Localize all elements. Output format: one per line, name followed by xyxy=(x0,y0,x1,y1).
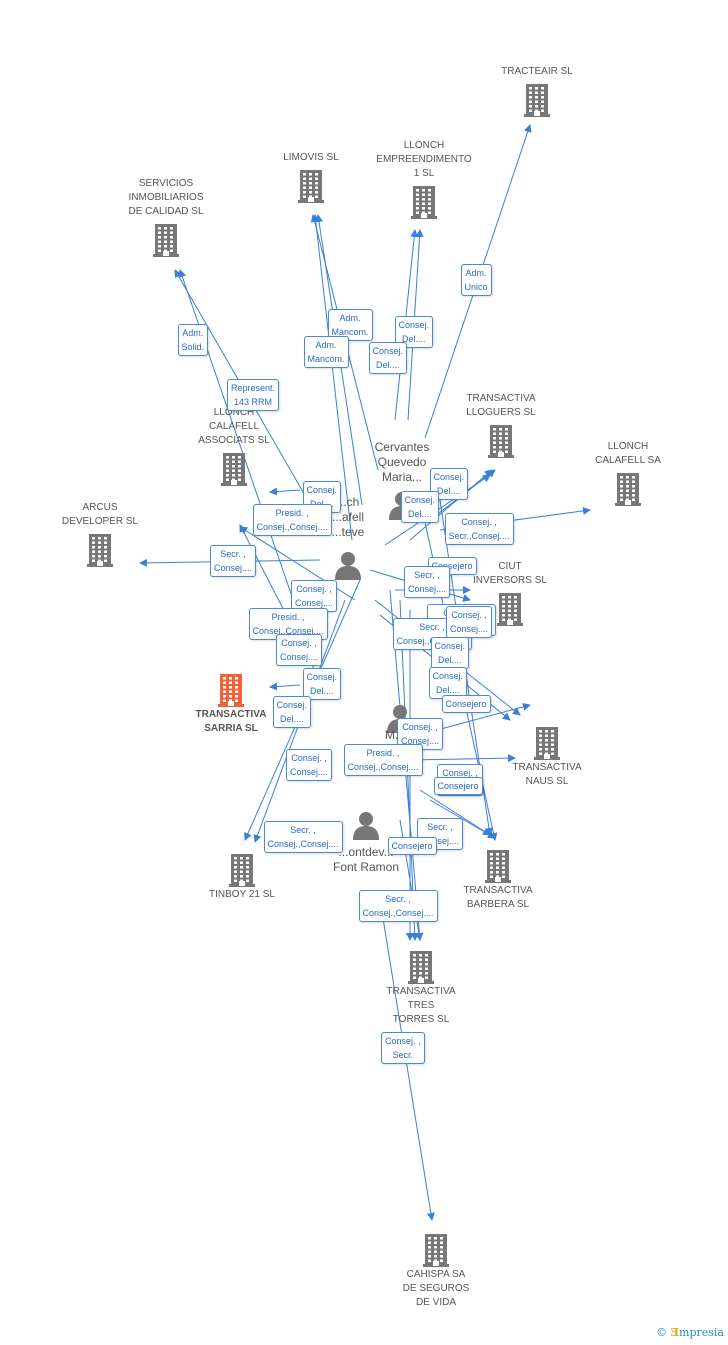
company-node-llonch-emp[interactable]: LLONCH EMPREENDIMENTO 1 SL xyxy=(364,139,484,220)
edge-role-label[interactable]: Secr. , Consej.... xyxy=(417,818,464,850)
company-label: TRANSACTIVA LLOGUERS SL xyxy=(466,393,536,418)
edge-line xyxy=(409,469,493,541)
edge-role-label[interactable]: Consej. Del.... xyxy=(430,637,470,669)
company-label: TINBOY 21 SL xyxy=(209,889,275,900)
person-icon[interactable] xyxy=(351,810,381,844)
building-icon xyxy=(532,725,562,761)
building-icon xyxy=(486,423,516,459)
edge-role-label[interactable]: Adm. Solid. xyxy=(177,324,209,356)
brand-e: Ǝ xyxy=(670,1326,680,1339)
building-icon xyxy=(495,591,525,627)
brand-text: mpresia xyxy=(679,1326,724,1339)
company-node-servicios[interactable]: SERVICIOS INMOBILIARIOS DE CALIDAD SL xyxy=(106,177,226,258)
edge-role-label[interactable]: Adm. Unico xyxy=(460,264,492,296)
edge-role-label[interactable]: Presid. , Consej.,Consej.... xyxy=(343,744,423,776)
edge-role-label[interactable]: Presid. , Consej.,Consej.... xyxy=(252,504,332,536)
edge-line xyxy=(311,214,353,541)
person-label-pontdev[interactable]: ...ontdev... Font Ramon xyxy=(332,845,400,874)
edge-role-label[interactable]: Consej. , Secr. xyxy=(381,1032,425,1064)
edge-role-label[interactable]: Consej. Del.... xyxy=(302,668,342,700)
building-icon xyxy=(409,184,439,220)
person-icon[interactable] xyxy=(333,550,363,584)
building-icon xyxy=(85,532,115,568)
building-icon xyxy=(219,451,249,487)
edge-role-label[interactable]: Secr. , Consej.,Consej.... xyxy=(263,821,343,853)
company-node-transactiva-tres[interactable]: TRANSACTIVA TRES TORRES SL xyxy=(361,949,481,1027)
edge-role-label[interactable]: Consej. Del.... xyxy=(272,696,312,728)
building-icon xyxy=(227,852,257,888)
company-node-transactiva-sarria[interactable]: TRANSACTIVA SARRIA SL xyxy=(171,672,291,736)
edge-role-label[interactable]: Secr. , Consej.,Consej.... xyxy=(358,890,438,922)
copyright-symbol: © xyxy=(656,1326,668,1339)
company-node-ciut-inversors[interactable]: CIUT INVERSORS SL xyxy=(450,560,570,627)
company-label: LLONCH CALAFELL SA xyxy=(595,441,661,466)
edge-role-label[interactable]: Adm. Mancom. xyxy=(327,309,373,341)
building-icon xyxy=(522,82,552,118)
company-node-transactiva-naus[interactable]: TRANSACTIVA NAUS SL xyxy=(487,725,607,789)
edge-role-label[interactable]: Consej. Del.... xyxy=(429,468,469,500)
edge-role-label[interactable]: Consej. , Consej.... xyxy=(276,634,323,666)
company-label: CAHISPA SA DE SEGUROS DE VIDA xyxy=(402,1269,470,1308)
company-node-arcus[interactable]: ARCUS DEVELOPER SL xyxy=(40,501,160,568)
edge-role-label[interactable]: Represent. 143 RRM xyxy=(227,379,280,411)
company-node-limovis[interactable]: LIMOVIS SL xyxy=(251,151,371,204)
edge-role-label[interactable]: Consej. Del.... xyxy=(400,491,440,523)
company-label: CIUT INVERSORS SL xyxy=(473,561,547,586)
company-node-transactiva-lloguers[interactable]: TRANSACTIVA LLOGUERS SL xyxy=(441,392,561,459)
edge-role-label[interactable]: Consej. , Consej.... xyxy=(286,749,333,781)
edge-role-label[interactable]: Consejero xyxy=(441,695,491,713)
company-node-transactiva-barbera[interactable]: TRANSACTIVA BARBERA SL xyxy=(438,848,558,912)
building-icon xyxy=(406,949,436,985)
company-label: TRANSACTIVA BARBERA SL xyxy=(463,885,533,910)
company-label: LIMOVIS SL xyxy=(283,152,339,163)
company-node-tinboy[interactable]: TINBOY 21 SL xyxy=(182,852,302,902)
edge-role-label[interactable]: Consej. , Consej.... xyxy=(446,606,493,638)
company-label: SERVICIOS INMOBILIARIOS DE CALIDAD SL xyxy=(128,178,204,217)
edge-role-label[interactable]: Secr. , Consej.... xyxy=(404,566,451,598)
person-label-llonch-p[interactable]: ...ch ...afell ...teve xyxy=(331,495,365,539)
edge-line xyxy=(419,789,491,836)
company-node-tracteair[interactable]: TRACTEAIR SL xyxy=(477,65,597,118)
person-label-cervantes[interactable]: Cervantes Quevedo Maria... xyxy=(374,440,430,484)
company-node-cahispa[interactable]: CAHISPA SA DE SEGUROS DE VIDA xyxy=(376,1232,496,1310)
edge-line xyxy=(409,754,516,763)
company-label: ARCUS DEVELOPER SL xyxy=(61,502,139,527)
edge-role-label[interactable]: Consej. , Consej.... xyxy=(291,580,338,612)
edge-role-label[interactable]: Secr. , Consej.... xyxy=(210,545,257,577)
company-label: LLONCH CALAFELL ASSOCIATS SL xyxy=(198,407,270,446)
edge-role-label[interactable]: Adm. Mancom. xyxy=(303,336,349,368)
edge-role-label[interactable]: Consejero xyxy=(433,777,483,795)
building-icon xyxy=(216,672,246,708)
brand-logo: © Ǝmpresia xyxy=(656,1326,724,1339)
edge-line xyxy=(269,487,301,496)
company-label: TRANSACTIVA NAUS SL xyxy=(512,762,582,787)
building-icon xyxy=(296,168,326,204)
building-icon xyxy=(483,848,513,884)
building-icon xyxy=(151,222,181,258)
edge-role-label[interactable]: Consejero xyxy=(387,837,437,855)
edge-role-label[interactable]: Consej. , Secr.,Consej.... xyxy=(444,513,514,545)
edge-role-label[interactable]: Consej. Del.... xyxy=(368,342,408,374)
building-icon xyxy=(421,1232,451,1268)
company-label: LLONCH EMPREENDIMENTO 1 SL xyxy=(376,140,472,179)
company-label: TRACTEAIR SL xyxy=(501,66,573,77)
building-icon xyxy=(613,471,643,507)
company-label: TRANSACTIVA TRES TORRES SL xyxy=(386,986,456,1025)
edge-line xyxy=(269,682,301,691)
company-label: TRANSACTIVA SARRIA SL xyxy=(195,709,267,734)
company-node-llonch-calafell-assoc[interactable]: LLONCH CALAFELL ASSOCIATS SL xyxy=(174,406,294,487)
company-node-llonch-calafell-sa[interactable]: LLONCH CALAFELL SA xyxy=(568,440,688,507)
